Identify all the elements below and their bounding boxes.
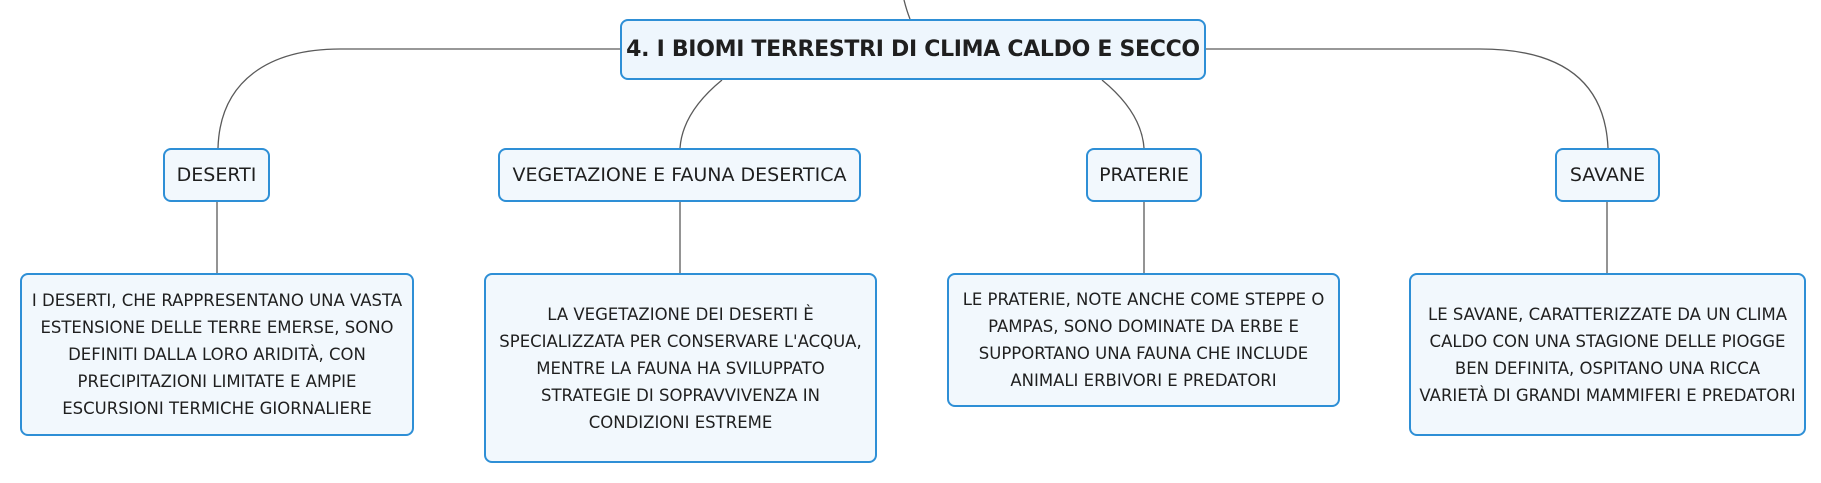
- topic-label: DESERTI: [176, 164, 257, 186]
- connector-root-deserti: [217, 48, 620, 149]
- description-text: LA VEGETAZIONE DEI DESERTI È SPECIALIZZA…: [499, 304, 862, 432]
- topic-vegetazione-fauna[interactable]: VEGETAZIONE E FAUNA DESERTICA: [498, 148, 861, 202]
- description-deserti[interactable]: I DESERTI, CHE RAPPRESENTANO UNA VASTA E…: [20, 273, 414, 436]
- topic-deserti[interactable]: DESERTI: [163, 148, 270, 202]
- root-topic[interactable]: 4. I BIOMI TERRESTRI DI CLIMA CALDO E SE…: [620, 19, 1206, 80]
- connector-root-vegetazione: [679, 79, 723, 149]
- topic-label: PRATERIE: [1099, 164, 1189, 186]
- topic-praterie[interactable]: PRATERIE: [1086, 148, 1202, 202]
- root-topic-label: 4. I BIOMI TERRESTRI DI CLIMA CALDO E SE…: [626, 37, 1200, 62]
- topic-savane[interactable]: SAVANE: [1555, 148, 1660, 202]
- connector-root-praterie: [1101, 79, 1145, 149]
- description-praterie[interactable]: LE PRATERIE, NOTE ANCHE COME STEPPE O PA…: [947, 273, 1340, 407]
- description-savane[interactable]: LE SAVANE, CARATTERIZZATE DA UN CLIMA CA…: [1409, 273, 1806, 436]
- connector-parent-stub: [903, 0, 911, 20]
- connector-root-savane: [1206, 48, 1609, 149]
- description-text: LE SAVANE, CARATTERIZZATE DA UN CLIMA CA…: [1419, 304, 1796, 405]
- description-text: I DESERTI, CHE RAPPRESENTANO UNA VASTA E…: [31, 291, 403, 418]
- description-text: LE PRATERIE, NOTE ANCHE COME STEPPE O PA…: [962, 290, 1325, 390]
- description-vegetazione-fauna[interactable]: LA VEGETAZIONE DEI DESERTI È SPECIALIZZA…: [484, 273, 877, 463]
- topic-label: SAVANE: [1569, 164, 1646, 186]
- topic-label: VEGETAZIONE E FAUNA DESERTICA: [512, 164, 847, 186]
